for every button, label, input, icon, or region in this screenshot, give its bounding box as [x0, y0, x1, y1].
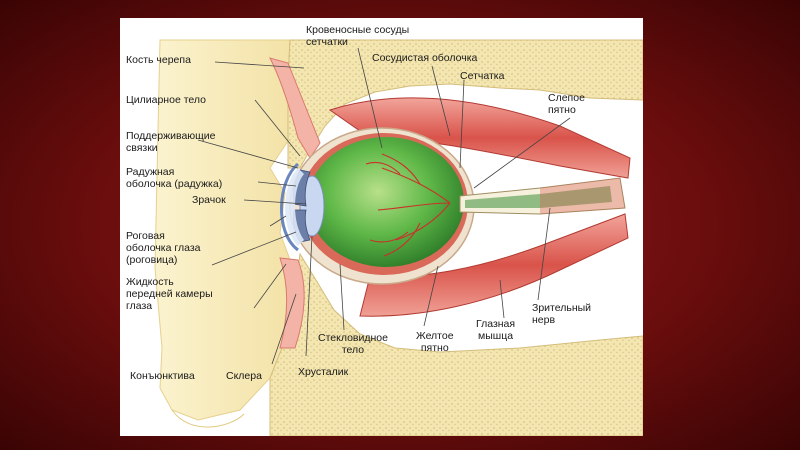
label-macula-line2: пятно — [420, 342, 449, 354]
label-vitreous-body-line2: тело — [341, 344, 365, 356]
label-aqueous-humor: Жидкость передней камеры глаза — [126, 276, 213, 312]
label-optic-nerve: Зрительный нерв — [532, 302, 591, 326]
label-supporting-ligaments: Поддерживающие связки — [126, 130, 216, 154]
lower-eye-muscle-shape — [359, 213, 629, 317]
label-cornea-line3: (роговица) — [126, 254, 178, 266]
label-retina: Сетчатка — [460, 70, 505, 82]
label-eye-muscle-line1: Глазная — [476, 318, 516, 330]
label-eye-muscle: Глазная мышца — [476, 318, 515, 342]
label-supporting-ligaments-line1: Поддерживающие — [126, 130, 216, 142]
label-blind-spot-line2: пятно — [548, 104, 576, 116]
label-aqueous-humor-line1: Жидкость — [126, 276, 174, 288]
optic-nerve-sheath-shape — [540, 178, 625, 214]
label-iris-line1: Радужная — [126, 166, 175, 178]
label-retinal-vessels: Кровеносные сосуды сетчатки — [306, 24, 409, 48]
label-iris-line2: оболочка (радужка) — [126, 178, 223, 190]
label-supporting-ligaments-line2: связки — [126, 142, 158, 154]
label-cornea-line2: оболочка глаза — [126, 242, 201, 254]
label-retinal-vessels-line2: сетчатки — [306, 36, 348, 48]
cornea-shape — [280, 162, 300, 252]
label-cornea-line1: Роговая — [126, 230, 165, 242]
label-blind-spot: Слепое пятно — [548, 92, 585, 116]
label-macula: Желтое пятно — [416, 330, 454, 354]
lower-eyelid-shape — [279, 257, 305, 349]
eye-anatomy-illustration — [154, 39, 643, 436]
label-vitreous-body-line1: Стекловидное — [318, 332, 388, 344]
label-iris: Радужная оболочка (радужка) — [126, 166, 222, 190]
label-lens: Хрусталик — [298, 366, 349, 378]
cheek-shape — [171, 409, 245, 428]
label-aqueous-humor-line2: передней камеры — [126, 288, 213, 300]
leader-lines — [197, 47, 571, 365]
label-optic-nerve-line2: нерв — [532, 314, 556, 326]
label-retinal-vessels-line1: Кровеносные сосуды — [306, 24, 410, 36]
retinal-vessels-shape — [365, 153, 451, 257]
label-aqueous-humor-line3: глаза — [126, 300, 153, 312]
label-vitreous-body: Стекловидное тело — [318, 332, 388, 356]
label-cornea: Роговая оболочка глаза (роговица) — [126, 230, 200, 266]
label-optic-nerve-line1: Зрительный — [532, 302, 592, 314]
anterior-chamber-shape — [285, 168, 304, 246]
optic-nerve-core-shape — [465, 186, 612, 208]
vitreous-body-shape — [308, 137, 464, 267]
label-conjunctiva: Конъюнктива — [130, 370, 195, 382]
label-eye-muscle-line2: мышца — [478, 330, 514, 342]
upper-eyelid-shape — [269, 57, 321, 159]
lower-skull-bone-shape — [269, 252, 643, 436]
label-blind-spot-line1: Слепое — [548, 92, 585, 104]
label-macula-line1: Желтое — [416, 330, 454, 342]
label-choroid: Сосудистая оболочка — [372, 52, 478, 64]
label-pupil: Зрачок — [192, 194, 226, 206]
diagram-card: Кость черепа Цилиарное тело Поддерживающ… — [120, 18, 643, 436]
label-ciliary-body: Цилиарное тело — [126, 94, 206, 106]
label-sclera: Склера — [226, 370, 262, 382]
label-skull-bone: Кость черепа — [126, 54, 191, 66]
